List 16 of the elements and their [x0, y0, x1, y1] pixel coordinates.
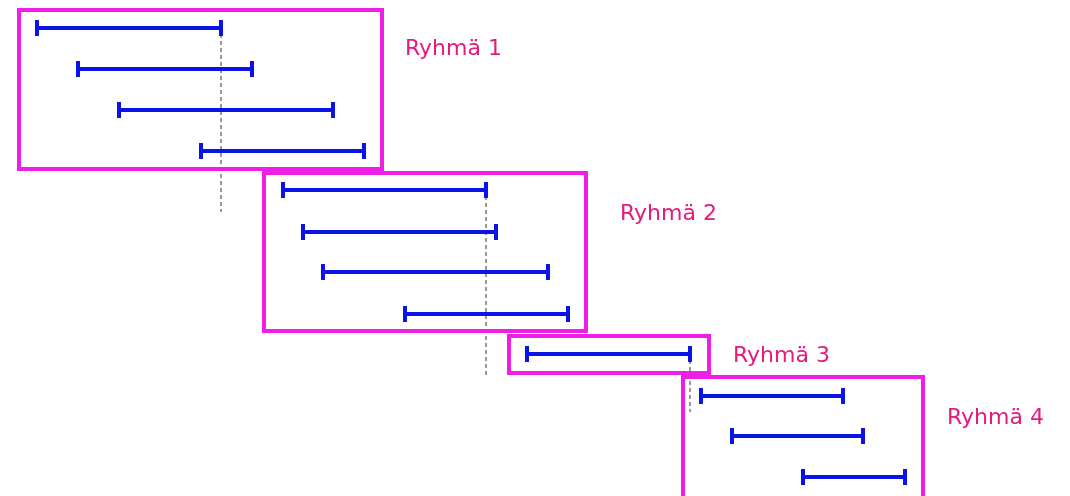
interval-bar	[699, 388, 845, 404]
group-label: Ryhmä 3	[733, 344, 830, 366]
interval-bar	[801, 469, 907, 485]
interval-bar	[199, 143, 366, 159]
interval-bar	[35, 20, 223, 36]
interval-bar	[301, 224, 498, 240]
interval-bar	[403, 306, 570, 322]
interval-bar	[321, 264, 550, 280]
group-label: Ryhmä 4	[947, 406, 1044, 428]
interval-bar	[281, 182, 488, 198]
group-label: Ryhmä 1	[405, 37, 502, 59]
group-label: Ryhmä 2	[620, 202, 717, 224]
interval-bar	[76, 61, 254, 77]
interval-bar	[525, 346, 692, 362]
interval-bar	[117, 102, 335, 118]
interval-bar	[730, 428, 865, 444]
